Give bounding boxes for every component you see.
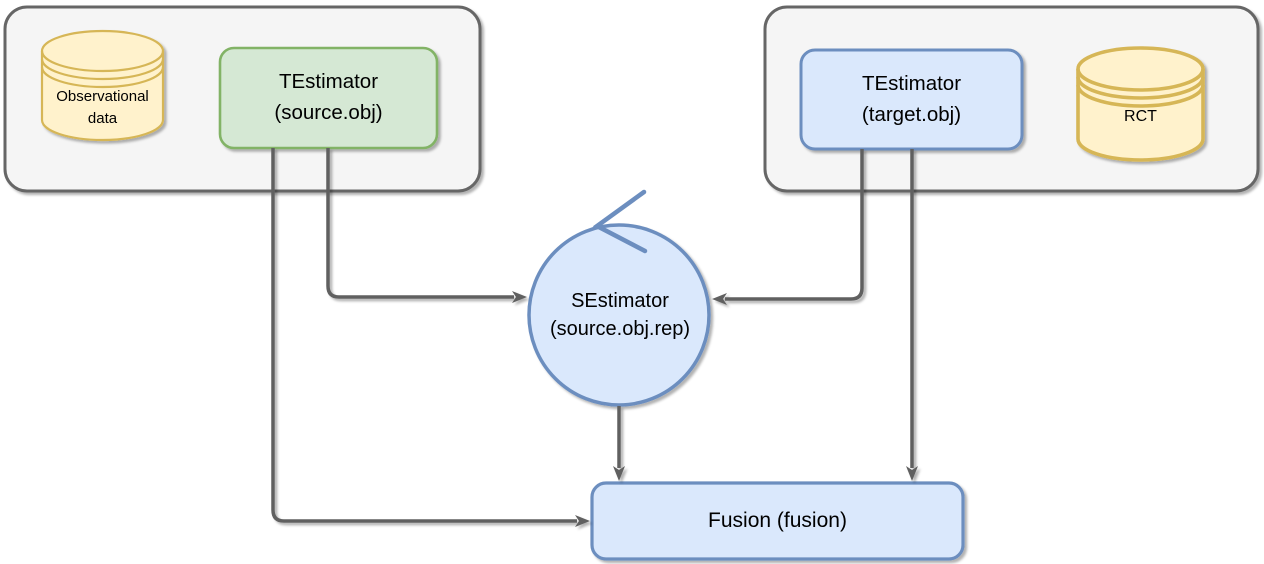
database-disk-lines — [40, 50, 165, 89]
arrow-layer — [271, 148, 918, 527]
loop-arrow-icon — [592, 189, 648, 254]
source-estimator-node — [218, 46, 439, 150]
arrow-source-estimator-to-sestimator — [326, 148, 527, 303]
arrow-target-estimator-to-sestimator — [712, 149, 864, 305]
target-estimator-node — [799, 48, 1024, 151]
fusion-node — [590, 481, 965, 561]
arrow-source-estimator-to-fusion — [271, 148, 590, 527]
database-body — [1076, 46, 1205, 162]
database-disk-lines — [1076, 68, 1205, 108]
sestimator-node — [527, 223, 711, 407]
observational-database-icon — [40, 29, 165, 142]
rct-database-icon — [1076, 46, 1205, 162]
database-body — [40, 29, 165, 142]
